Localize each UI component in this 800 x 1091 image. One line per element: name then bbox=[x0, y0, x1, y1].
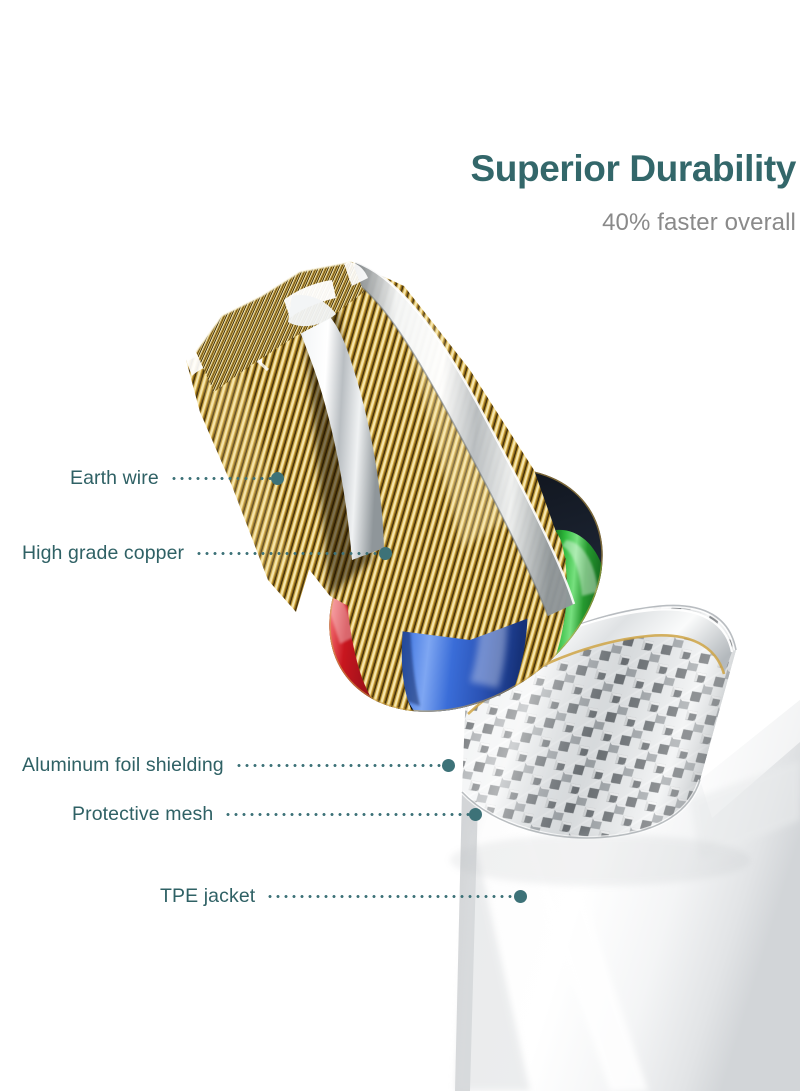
tpe-jacket-body bbox=[455, 700, 800, 1091]
callout-label: Protective mesh bbox=[72, 803, 214, 825]
callout-protective-mesh: Protective mesh bbox=[72, 801, 482, 827]
leader-dot bbox=[379, 546, 392, 560]
callout-label: TPE jacket bbox=[160, 885, 256, 907]
callout-label: High grade copper bbox=[22, 542, 185, 564]
leader-dot bbox=[442, 758, 455, 772]
leader-dot bbox=[469, 807, 482, 821]
leader-line bbox=[224, 812, 470, 816]
callout-high-grade-copper: High grade copper bbox=[22, 540, 392, 566]
callout-tpe-jacket: TPE jacket bbox=[160, 883, 527, 909]
page-subtitle: 40% faster overall bbox=[602, 208, 796, 236]
header-block: Superior Durability 40% faster overall bbox=[196, 148, 797, 237]
copper-bundle-shaft bbox=[185, 260, 576, 640]
leader-line bbox=[195, 551, 380, 555]
callout-aluminum-foil-shielding: Aluminum foil shielding bbox=[22, 752, 455, 778]
callout-label: Earth wire bbox=[70, 467, 159, 489]
leader-line bbox=[266, 894, 515, 898]
leader-dot bbox=[514, 889, 527, 903]
page-title: Superior Durability bbox=[470, 148, 797, 189]
chrome-spine bbox=[284, 296, 384, 560]
leader-dot bbox=[271, 471, 284, 485]
leader-line bbox=[169, 476, 274, 480]
callout-label: Aluminum foil shielding bbox=[22, 754, 224, 776]
leader-line bbox=[234, 763, 443, 767]
callout-earth-wire: Earth wire bbox=[70, 465, 284, 491]
